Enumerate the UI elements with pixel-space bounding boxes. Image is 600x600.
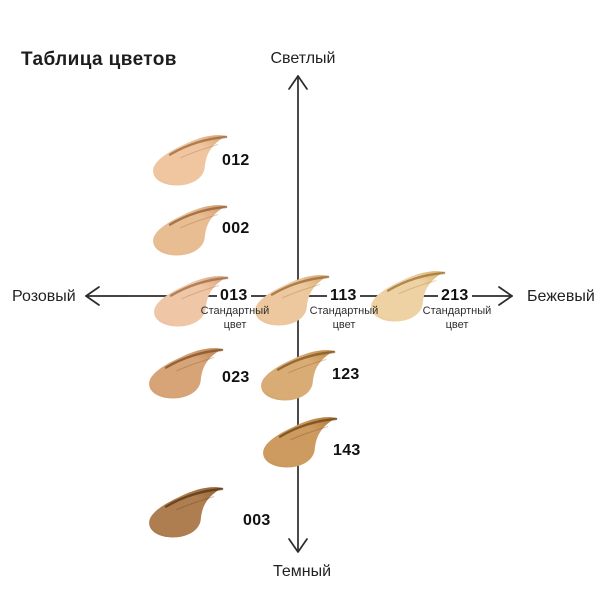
foundation-smear-graphic	[153, 135, 228, 186]
note-line-2: цвет	[445, 318, 469, 331]
foundation-smear-graphic	[255, 275, 330, 326]
foundation-smear-graphic	[149, 487, 224, 538]
standard-color-note-013: Стандартный цвет	[197, 305, 273, 333]
swatch-smear-012	[150, 131, 230, 189]
note-line-2: цвет	[332, 318, 356, 331]
foundation-smear-graphic	[154, 276, 229, 327]
arrow-left-icon	[85, 286, 100, 306]
axis-label-pink: Розовый	[12, 288, 76, 305]
swatch-smear-003	[146, 483, 226, 541]
swatch-smear-013	[151, 272, 231, 330]
shade-code-123: 123	[329, 366, 363, 383]
note-line-1: Стандартный	[200, 305, 270, 317]
swatch-smear-002	[150, 201, 230, 259]
foundation-smear-graphic	[261, 350, 336, 401]
standard-color-note-213: Стандартный цвет	[419, 305, 495, 333]
shade-code-023: 023	[219, 369, 253, 386]
foundation-smear-graphic	[371, 271, 446, 322]
arrow-right-icon	[498, 286, 513, 306]
axis-label-beige: Бежевый	[527, 288, 595, 305]
swatch-smear-113	[252, 271, 332, 329]
shade-code-013: 013	[217, 287, 251, 304]
foundation-smear-graphic	[149, 348, 224, 399]
shade-code-113: 113	[327, 287, 360, 304]
swatch-smear-123	[258, 346, 338, 404]
note-line-1: Стандартный	[309, 305, 379, 317]
standard-color-note-113: Стандартный цвет	[306, 305, 382, 333]
axis-label-dark: Темный	[272, 563, 332, 580]
arrow-down-icon	[288, 538, 308, 553]
page-title: Таблица цветов	[21, 49, 177, 70]
note-line-2: цвет	[223, 318, 247, 331]
swatch-smear-213	[368, 267, 448, 325]
shade-code-002: 002	[219, 220, 253, 237]
foundation-smear-graphic	[153, 205, 228, 256]
shade-code-143: 143	[330, 442, 364, 459]
note-line-1: Стандартный	[422, 305, 492, 317]
foundation-smear-graphic	[263, 417, 338, 468]
shade-code-012: 012	[219, 152, 253, 169]
axis-label-light: Светлый	[270, 50, 336, 67]
shade-code-213: 213	[438, 287, 472, 304]
swatch-smear-023	[146, 344, 226, 402]
shade-code-003: 003	[240, 512, 274, 529]
swatch-smear-143	[260, 413, 340, 471]
arrow-up-icon	[288, 75, 308, 90]
